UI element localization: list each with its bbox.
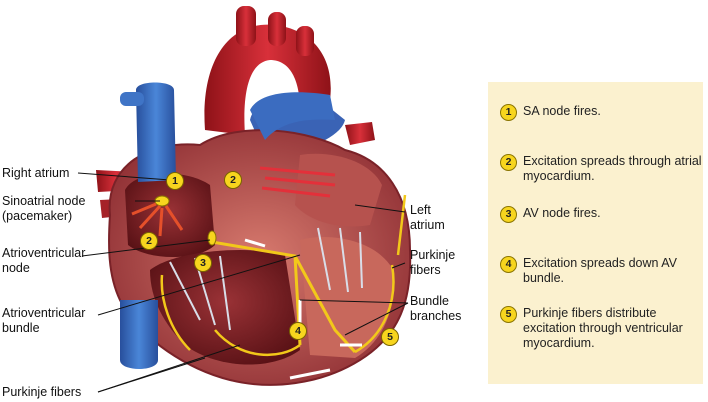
label-sa-node-line2: (pacemaker) bbox=[2, 209, 73, 223]
step-4-number: 4 bbox=[500, 256, 517, 273]
ventricular-excitation-arrows bbox=[244, 238, 362, 380]
step-1-number: 1 bbox=[500, 104, 517, 121]
label-bundle-branches-line1: Bundle bbox=[410, 294, 449, 308]
brachiocephalic-vein bbox=[120, 92, 144, 106]
label-bundle-branches-line2: branches bbox=[410, 309, 462, 323]
label-left-atrium-line2: atrium bbox=[410, 218, 445, 232]
step-2: 2 Excitation spreads through atrial myoc… bbox=[500, 154, 708, 184]
inferior-vena-cava bbox=[120, 300, 158, 369]
label-right-atrium: Right atrium bbox=[2, 166, 70, 180]
marker-1: 1 bbox=[166, 172, 184, 190]
step-4-text: Excitation spreads down AV bundle. bbox=[523, 256, 678, 285]
steps-panel: 1 SA node fires. 2 Excitation spreads th… bbox=[488, 82, 703, 384]
mitral-valve bbox=[317, 227, 363, 293]
step-3: 3 AV node fires. bbox=[500, 206, 708, 223]
right-ventricle-chamber bbox=[150, 250, 300, 365]
step-2-number: 2 bbox=[500, 154, 517, 171]
left-ventricle-chamber bbox=[300, 237, 394, 358]
marker-4: 4 bbox=[289, 322, 307, 340]
step-2-text: Excitation spreads through atrial myocar… bbox=[523, 154, 702, 183]
label-av-node-line1: Atrioventricular bbox=[2, 246, 86, 260]
label-purkinje-fibers-bottom: Purkinje fibers bbox=[2, 385, 82, 399]
leader-lines bbox=[77, 172, 409, 393]
aortic-branch-3 bbox=[296, 26, 314, 56]
step-5-text: Purkinje fibers distribute excitation th… bbox=[523, 306, 683, 350]
marker-2-interatrial: 2 bbox=[224, 171, 242, 189]
step-1: 1 SA node fires. bbox=[500, 104, 708, 121]
label-av-bundle-line2: bundle bbox=[2, 321, 40, 335]
step-1-text: SA node fires. bbox=[523, 104, 601, 118]
marker-5: 5 bbox=[381, 328, 399, 346]
purkinje-fibers-path bbox=[160, 194, 407, 356]
marker-2-right-atrium: 2 bbox=[140, 232, 158, 250]
atrial-excitation-arrows bbox=[131, 202, 184, 237]
interatrial-excitation-arrows bbox=[259, 166, 336, 198]
label-av-node-line2: node bbox=[2, 261, 30, 275]
aortic-branch-1 bbox=[236, 6, 256, 46]
av-node bbox=[207, 230, 217, 246]
label-purkinje-fibers-right-line2: fibers bbox=[410, 263, 441, 277]
superior-vena-cava bbox=[136, 82, 176, 182]
label-av-bundle-line1: Atrioventricular bbox=[2, 306, 86, 320]
pulmonary-artery-left bbox=[250, 92, 335, 140]
label-purkinje-fibers-right-line1: Purkinje bbox=[410, 248, 456, 262]
marker-3: 3 bbox=[194, 254, 212, 272]
aortic-branch-2 bbox=[268, 12, 286, 46]
step-5-number: 5 bbox=[500, 306, 517, 323]
step-4: 4 Excitation spreads down AV bundle. bbox=[500, 256, 708, 286]
label-sa-node-line1: Sinoatrial node bbox=[2, 194, 86, 208]
step-3-text: AV node fires. bbox=[523, 206, 601, 220]
step-5: 5 Purkinje fibers distribute excitation … bbox=[500, 306, 708, 351]
pulmonary-vein-right bbox=[345, 122, 375, 145]
label-left-atrium-line1: Left bbox=[410, 203, 431, 217]
step-3-number: 3 bbox=[500, 206, 517, 223]
